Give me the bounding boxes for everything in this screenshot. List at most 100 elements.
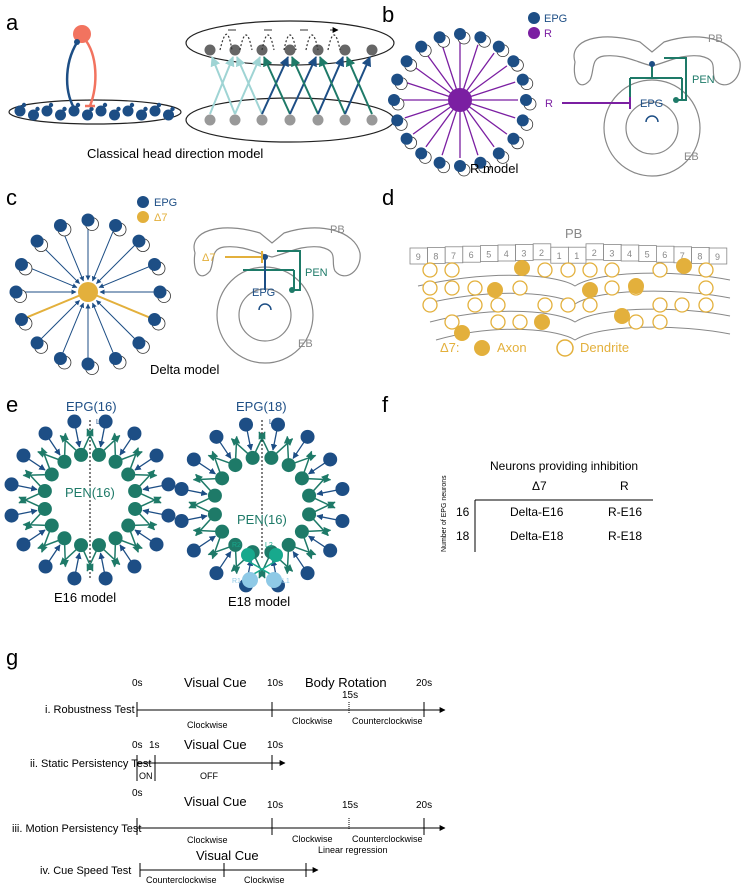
epg-node bbox=[16, 448, 31, 463]
panel-e: e EPG(16) R9 L9 PEN(16) E16 model EPG(18… bbox=[4, 392, 350, 609]
test2-tick-10: 10s bbox=[267, 740, 283, 751]
glomerulus-label: 8 bbox=[433, 251, 438, 261]
ladder-arrow-up bbox=[261, 56, 289, 115]
delta7-neuron bbox=[78, 282, 98, 302]
eb-label-c: EB bbox=[298, 338, 313, 350]
ring-ellipse bbox=[8, 99, 182, 125]
test1-tick-20: 20s bbox=[416, 678, 432, 689]
epg-node bbox=[300, 566, 315, 581]
cue-inhibition-line bbox=[83, 37, 97, 107]
pen-node bbox=[44, 518, 59, 533]
cue-neuron bbox=[73, 25, 91, 43]
epg-neuron-c bbox=[9, 285, 23, 299]
epg-neuron-b bbox=[388, 94, 400, 106]
epg-neuron-c bbox=[81, 213, 95, 227]
epg-neuron-b bbox=[516, 114, 529, 127]
cell-r-e18: R-E18 bbox=[608, 529, 642, 543]
epg-neuron-b bbox=[492, 147, 505, 160]
axon bbox=[487, 282, 503, 298]
epg-node bbox=[16, 537, 31, 552]
glomerulus-label: 9 bbox=[416, 252, 421, 262]
pen-label-b: PEN bbox=[692, 74, 715, 86]
epg-neuron-b bbox=[400, 55, 413, 68]
pen-node bbox=[74, 447, 89, 462]
top-neuron bbox=[284, 44, 296, 56]
epg-dendrite bbox=[156, 102, 162, 108]
epg-node bbox=[67, 571, 82, 586]
e18-l1-label: L1 bbox=[282, 578, 290, 585]
pen-dot-b bbox=[673, 97, 679, 103]
pen-node bbox=[108, 531, 123, 546]
dendrite bbox=[467, 297, 483, 313]
legend-r-label: R bbox=[544, 28, 552, 40]
epg-dendrite bbox=[129, 102, 135, 108]
pen-node bbox=[91, 447, 106, 462]
epg-neuron-b bbox=[474, 31, 487, 44]
glomerulus-label: 1 bbox=[574, 251, 579, 261]
layer-curve bbox=[435, 326, 731, 341]
dendrite bbox=[560, 262, 576, 278]
epg-dendrite bbox=[102, 102, 108, 108]
epg-neuron-c bbox=[53, 218, 67, 232]
epg-node bbox=[323, 452, 338, 467]
epg-dendrite bbox=[48, 102, 54, 108]
test1-cue: Visual Cue bbox=[184, 675, 247, 690]
epg-dendrite bbox=[116, 106, 121, 112]
glomerulus-label: 2 bbox=[539, 248, 544, 258]
test1-tick-15: 15s bbox=[342, 690, 358, 701]
epg-node bbox=[186, 452, 201, 467]
e16-caption: E16 model bbox=[54, 590, 116, 605]
pen-node bbox=[281, 458, 296, 473]
glomerulus bbox=[708, 247, 728, 265]
delta-spoke bbox=[92, 225, 117, 282]
panel-b-caption: R model bbox=[470, 161, 519, 176]
axon bbox=[534, 314, 550, 330]
table-col-r: R bbox=[620, 479, 629, 493]
test3-seg-3: Counterclockwise bbox=[352, 834, 423, 844]
epg-neuron-c bbox=[132, 336, 146, 350]
epg-node bbox=[98, 571, 113, 586]
epg-neuron-c bbox=[30, 234, 44, 248]
cell-r-e16: R-E16 bbox=[608, 505, 642, 519]
ladder-arrow-down bbox=[263, 56, 291, 115]
glomerulus-label: 4 bbox=[504, 249, 509, 259]
pen-label-c: PEN bbox=[305, 267, 328, 279]
epg-neuron-b bbox=[507, 55, 520, 68]
epg-neuron-b bbox=[400, 132, 413, 145]
dendrite-legend-dot bbox=[556, 339, 574, 357]
pen-node bbox=[57, 531, 72, 546]
glomerulus-label: 6 bbox=[662, 250, 667, 260]
test3-seg-1: Clockwise bbox=[187, 835, 228, 845]
epg-neuron-b bbox=[474, 156, 487, 169]
pen-loop-b bbox=[664, 57, 687, 101]
r-neuron bbox=[448, 88, 472, 112]
pb-label-c: PB bbox=[330, 224, 345, 236]
epg-node bbox=[323, 543, 338, 558]
axon bbox=[582, 282, 598, 298]
ladder-arrow-up bbox=[289, 56, 317, 115]
epg-neuron bbox=[109, 109, 120, 121]
protocerebral-bridge-c bbox=[193, 227, 361, 277]
delta-model-star bbox=[9, 213, 171, 375]
axon bbox=[514, 260, 530, 276]
epg-node bbox=[209, 429, 224, 444]
pen-node bbox=[37, 484, 52, 499]
glomerulus-label: 3 bbox=[521, 248, 526, 258]
epg-neuron bbox=[68, 105, 80, 117]
epg-node bbox=[300, 429, 315, 444]
pen-projection-c bbox=[243, 259, 295, 290]
epg-node bbox=[239, 417, 254, 432]
epg-neuron-b bbox=[391, 114, 404, 127]
epg-neuron-b bbox=[516, 73, 529, 86]
ladder-arrow-up bbox=[209, 56, 235, 115]
pen-node bbox=[207, 488, 222, 503]
panel-b: b EPG R PB EB PEN R EPG R model bbox=[382, 2, 741, 177]
top-ring bbox=[185, 20, 395, 66]
ladder-arrow-up bbox=[317, 56, 344, 115]
epg-dendrite bbox=[170, 106, 175, 112]
delta-spoke bbox=[36, 300, 80, 344]
cell-delta-e16: Delta-E16 bbox=[510, 505, 564, 519]
epg-l1 bbox=[266, 572, 282, 588]
